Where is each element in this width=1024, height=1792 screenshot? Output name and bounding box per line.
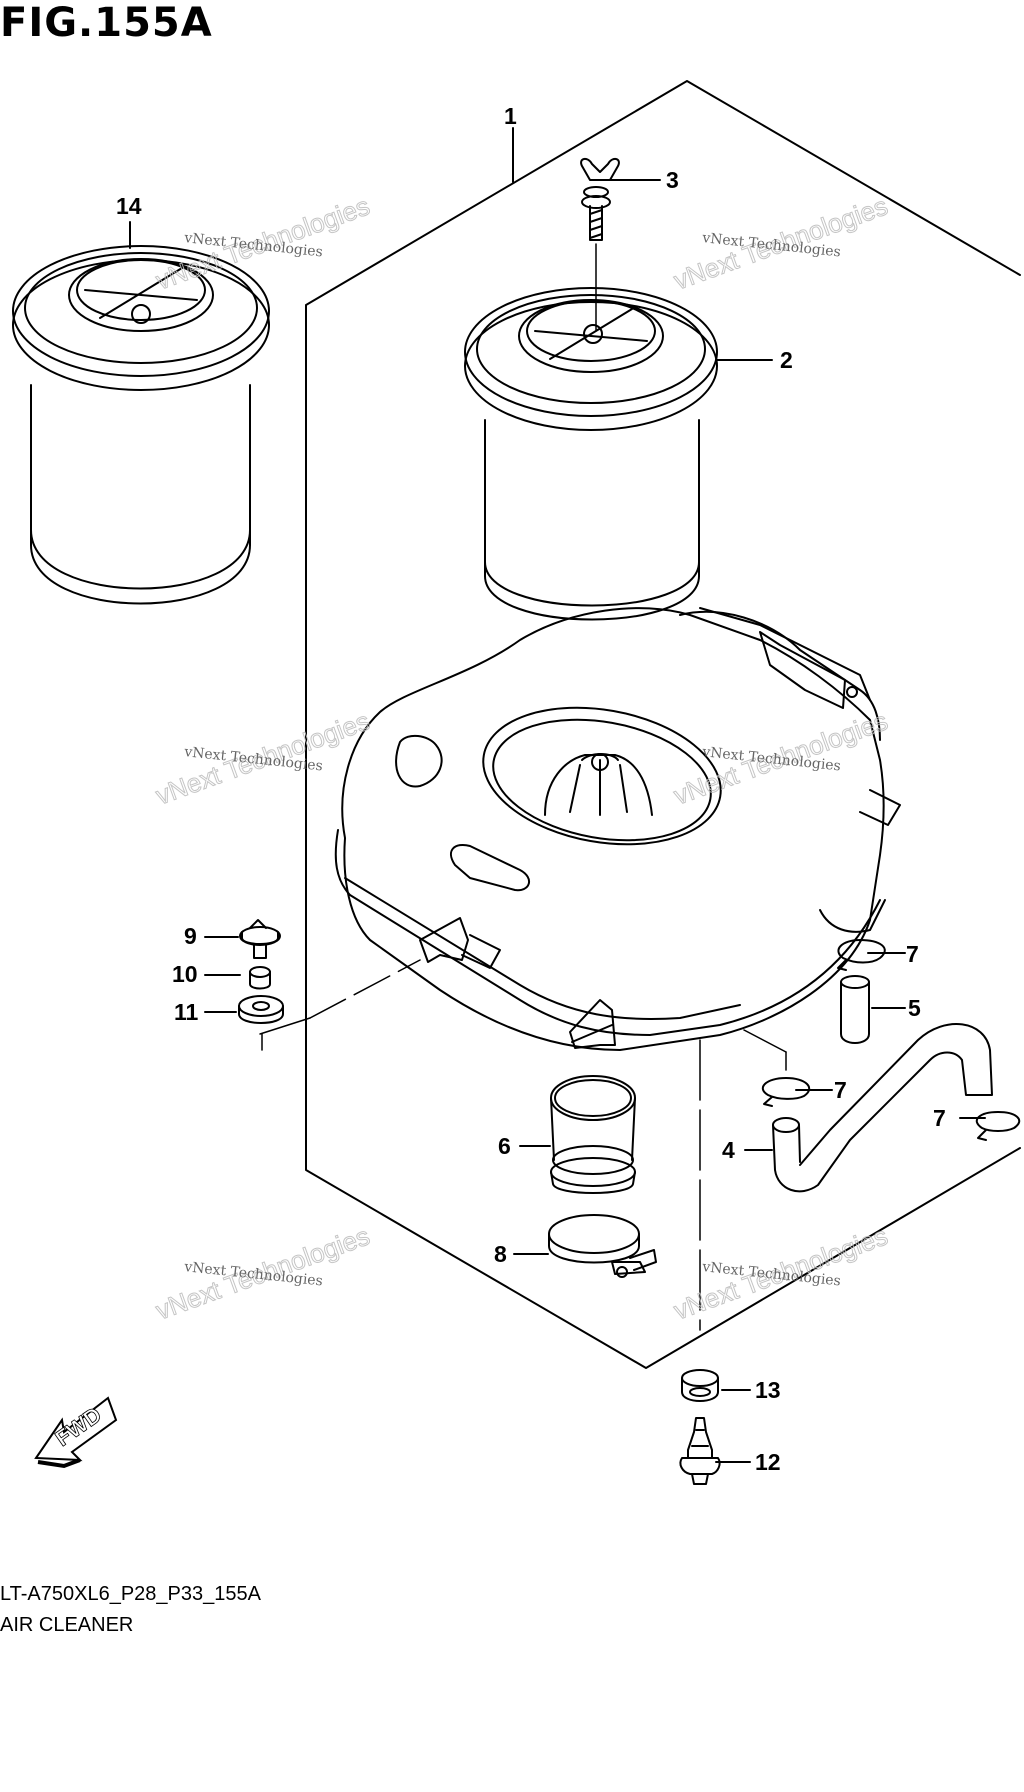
watermark-mid-left: vNext Technologies vNext Technologies xyxy=(151,705,374,811)
bolt-part-9 xyxy=(239,919,281,959)
watermark-top-right: vNext Technologies vNext Technologies xyxy=(669,190,892,296)
leader-case-left-tick xyxy=(259,1017,311,1035)
fwd-arrow-icon: FWD xyxy=(34,1396,118,1469)
callout-5: 5 xyxy=(908,995,921,1021)
callout-14: 14 xyxy=(116,193,142,219)
wing-bolt-part-3 xyxy=(580,158,620,241)
callout-9: 9 xyxy=(184,923,197,949)
callout-10: 10 xyxy=(172,961,198,987)
leader-case-right xyxy=(743,1029,787,1053)
callout-13: 13 xyxy=(755,1377,781,1403)
clamp-part-7-a xyxy=(837,939,886,971)
callout-8: 8 xyxy=(494,1241,507,1267)
callout-12: 12 xyxy=(755,1449,781,1475)
air-cleaner-case xyxy=(334,607,901,1051)
hose-clamp-part-8 xyxy=(548,1214,657,1278)
intake-duct-part-6 xyxy=(550,1075,636,1194)
collar-part-10 xyxy=(249,966,271,990)
clamp-part-7-c xyxy=(975,1111,1021,1141)
clamp-part-7-b xyxy=(761,1077,811,1107)
grommet-part-11 xyxy=(238,995,284,1024)
assembly-outline xyxy=(305,80,1021,1369)
callout-2: 2 xyxy=(780,347,793,373)
watermark-bottom-left: vNext Technologies vNext Technologies xyxy=(151,1220,374,1326)
callout-7c: 7 xyxy=(933,1105,946,1131)
watermark-mid-right: vNext Technologies vNext Technologies xyxy=(669,705,892,811)
callout-1: 1 xyxy=(504,103,517,129)
section-name: AIR CLEANER xyxy=(0,1614,134,1636)
hose-part-5 xyxy=(840,975,870,1044)
callout-11: 11 xyxy=(174,999,199,1025)
model-code: LT-A750XL6_P28_P33_155A xyxy=(0,1583,261,1605)
watermark-top-left: vNext Technologies vNext Technologies xyxy=(151,190,374,296)
hose-part-4 xyxy=(772,1023,993,1193)
air-filter-element-part-2 xyxy=(464,287,718,621)
callout-7b: 7 xyxy=(834,1077,847,1103)
callout-7a: 7 xyxy=(906,941,919,967)
watermark-bottom-right: vNext Technologies vNext Technologies xyxy=(669,1220,892,1326)
drain-plug-part-12 xyxy=(679,1417,721,1485)
figure-title: FIG.155A xyxy=(0,0,213,46)
callout-6: 6 xyxy=(498,1133,511,1159)
drain-grommet-part-13 xyxy=(681,1369,719,1402)
air-filter-element-part-14 xyxy=(12,245,270,605)
callout-3: 3 xyxy=(666,167,679,193)
leader-case-left xyxy=(309,959,421,1019)
callout-4: 4 xyxy=(722,1137,735,1163)
